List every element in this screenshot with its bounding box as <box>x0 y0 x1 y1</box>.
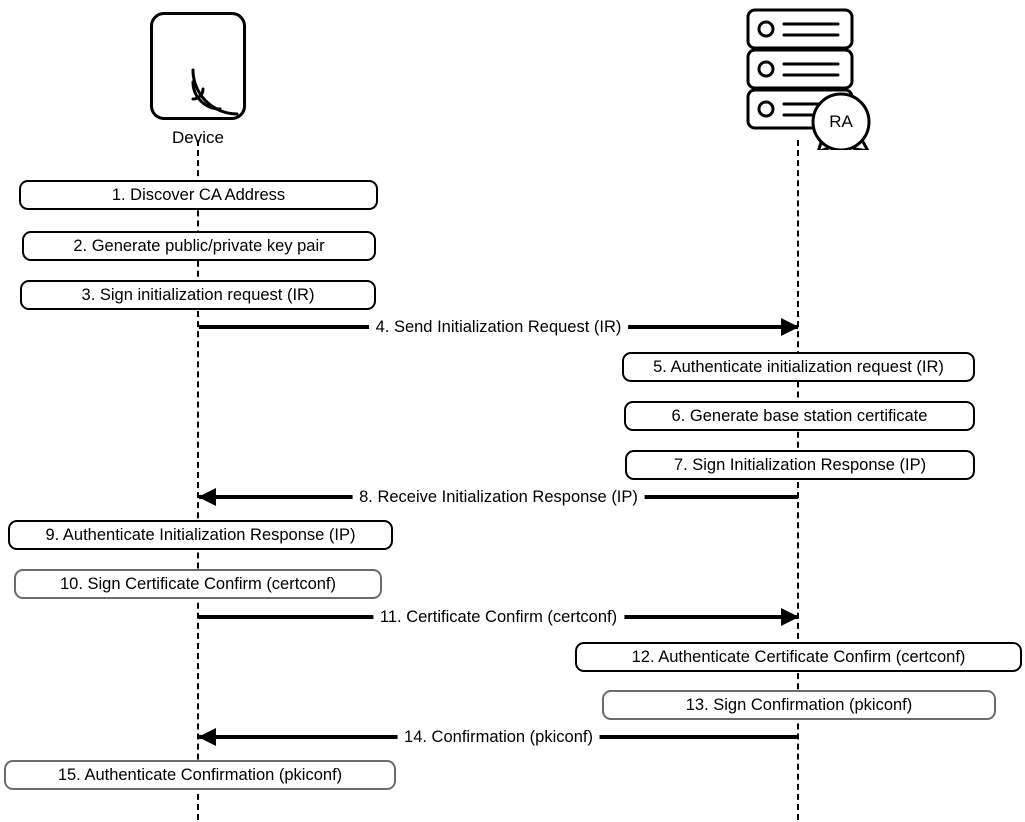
arrowhead-left-icon <box>198 488 216 506</box>
process-box-15[interactable]: 15. Authenticate Confirmation (pkiconf) <box>4 760 396 790</box>
lifeline-ra <box>797 140 799 820</box>
server-certificate-icon: RA <box>722 5 872 150</box>
message-8-label: 8. Receive Initialization Response (IP) <box>352 484 645 510</box>
arrowhead-right-icon <box>781 608 799 626</box>
message-8[interactable]: 8. Receive Initialization Response (IP) <box>198 484 798 510</box>
message-11-label: 11. Certificate Confirm (certconf) <box>372 604 625 630</box>
lifeline-device <box>197 140 199 820</box>
process-box-6[interactable]: 6. Generate base station certificate <box>624 401 975 431</box>
arrowhead-right-icon <box>781 318 799 336</box>
process-box-7[interactable]: 7. Sign Initialization Response (IP) <box>625 450 975 480</box>
message-14-label: 14. Confirmation (pkiconf) <box>397 724 600 750</box>
process-box-9[interactable]: 9. Authenticate Initialization Response … <box>8 520 393 550</box>
message-14[interactable]: 14. Confirmation (pkiconf) <box>198 724 798 750</box>
ra-badge-text: RA <box>829 112 853 131</box>
message-4-label: 4. Send Initialization Request (IR) <box>368 314 629 340</box>
process-box-13[interactable]: 13. Sign Confirmation (pkiconf) <box>602 690 996 720</box>
process-box-3[interactable]: 3. Sign initialization request (IR) <box>20 280 376 310</box>
process-box-5[interactable]: 5. Authenticate initialization request (… <box>622 352 975 382</box>
wireless-device-icon <box>150 12 246 120</box>
process-box-1[interactable]: 1. Discover CA Address <box>19 180 378 210</box>
process-box-12[interactable]: 12. Authenticate Certificate Confirm (ce… <box>575 642 1022 672</box>
message-4[interactable]: 4. Send Initialization Request (IR) <box>199 314 799 340</box>
arrowhead-left-icon <box>198 728 216 746</box>
participant-label-device: Device <box>172 128 224 147</box>
process-box-2[interactable]: 2. Generate public/private key pair <box>22 231 376 261</box>
message-11[interactable]: 11. Certificate Confirm (certconf) <box>199 604 799 630</box>
process-box-10[interactable]: 10. Sign Certificate Confirm (certconf) <box>14 569 382 599</box>
